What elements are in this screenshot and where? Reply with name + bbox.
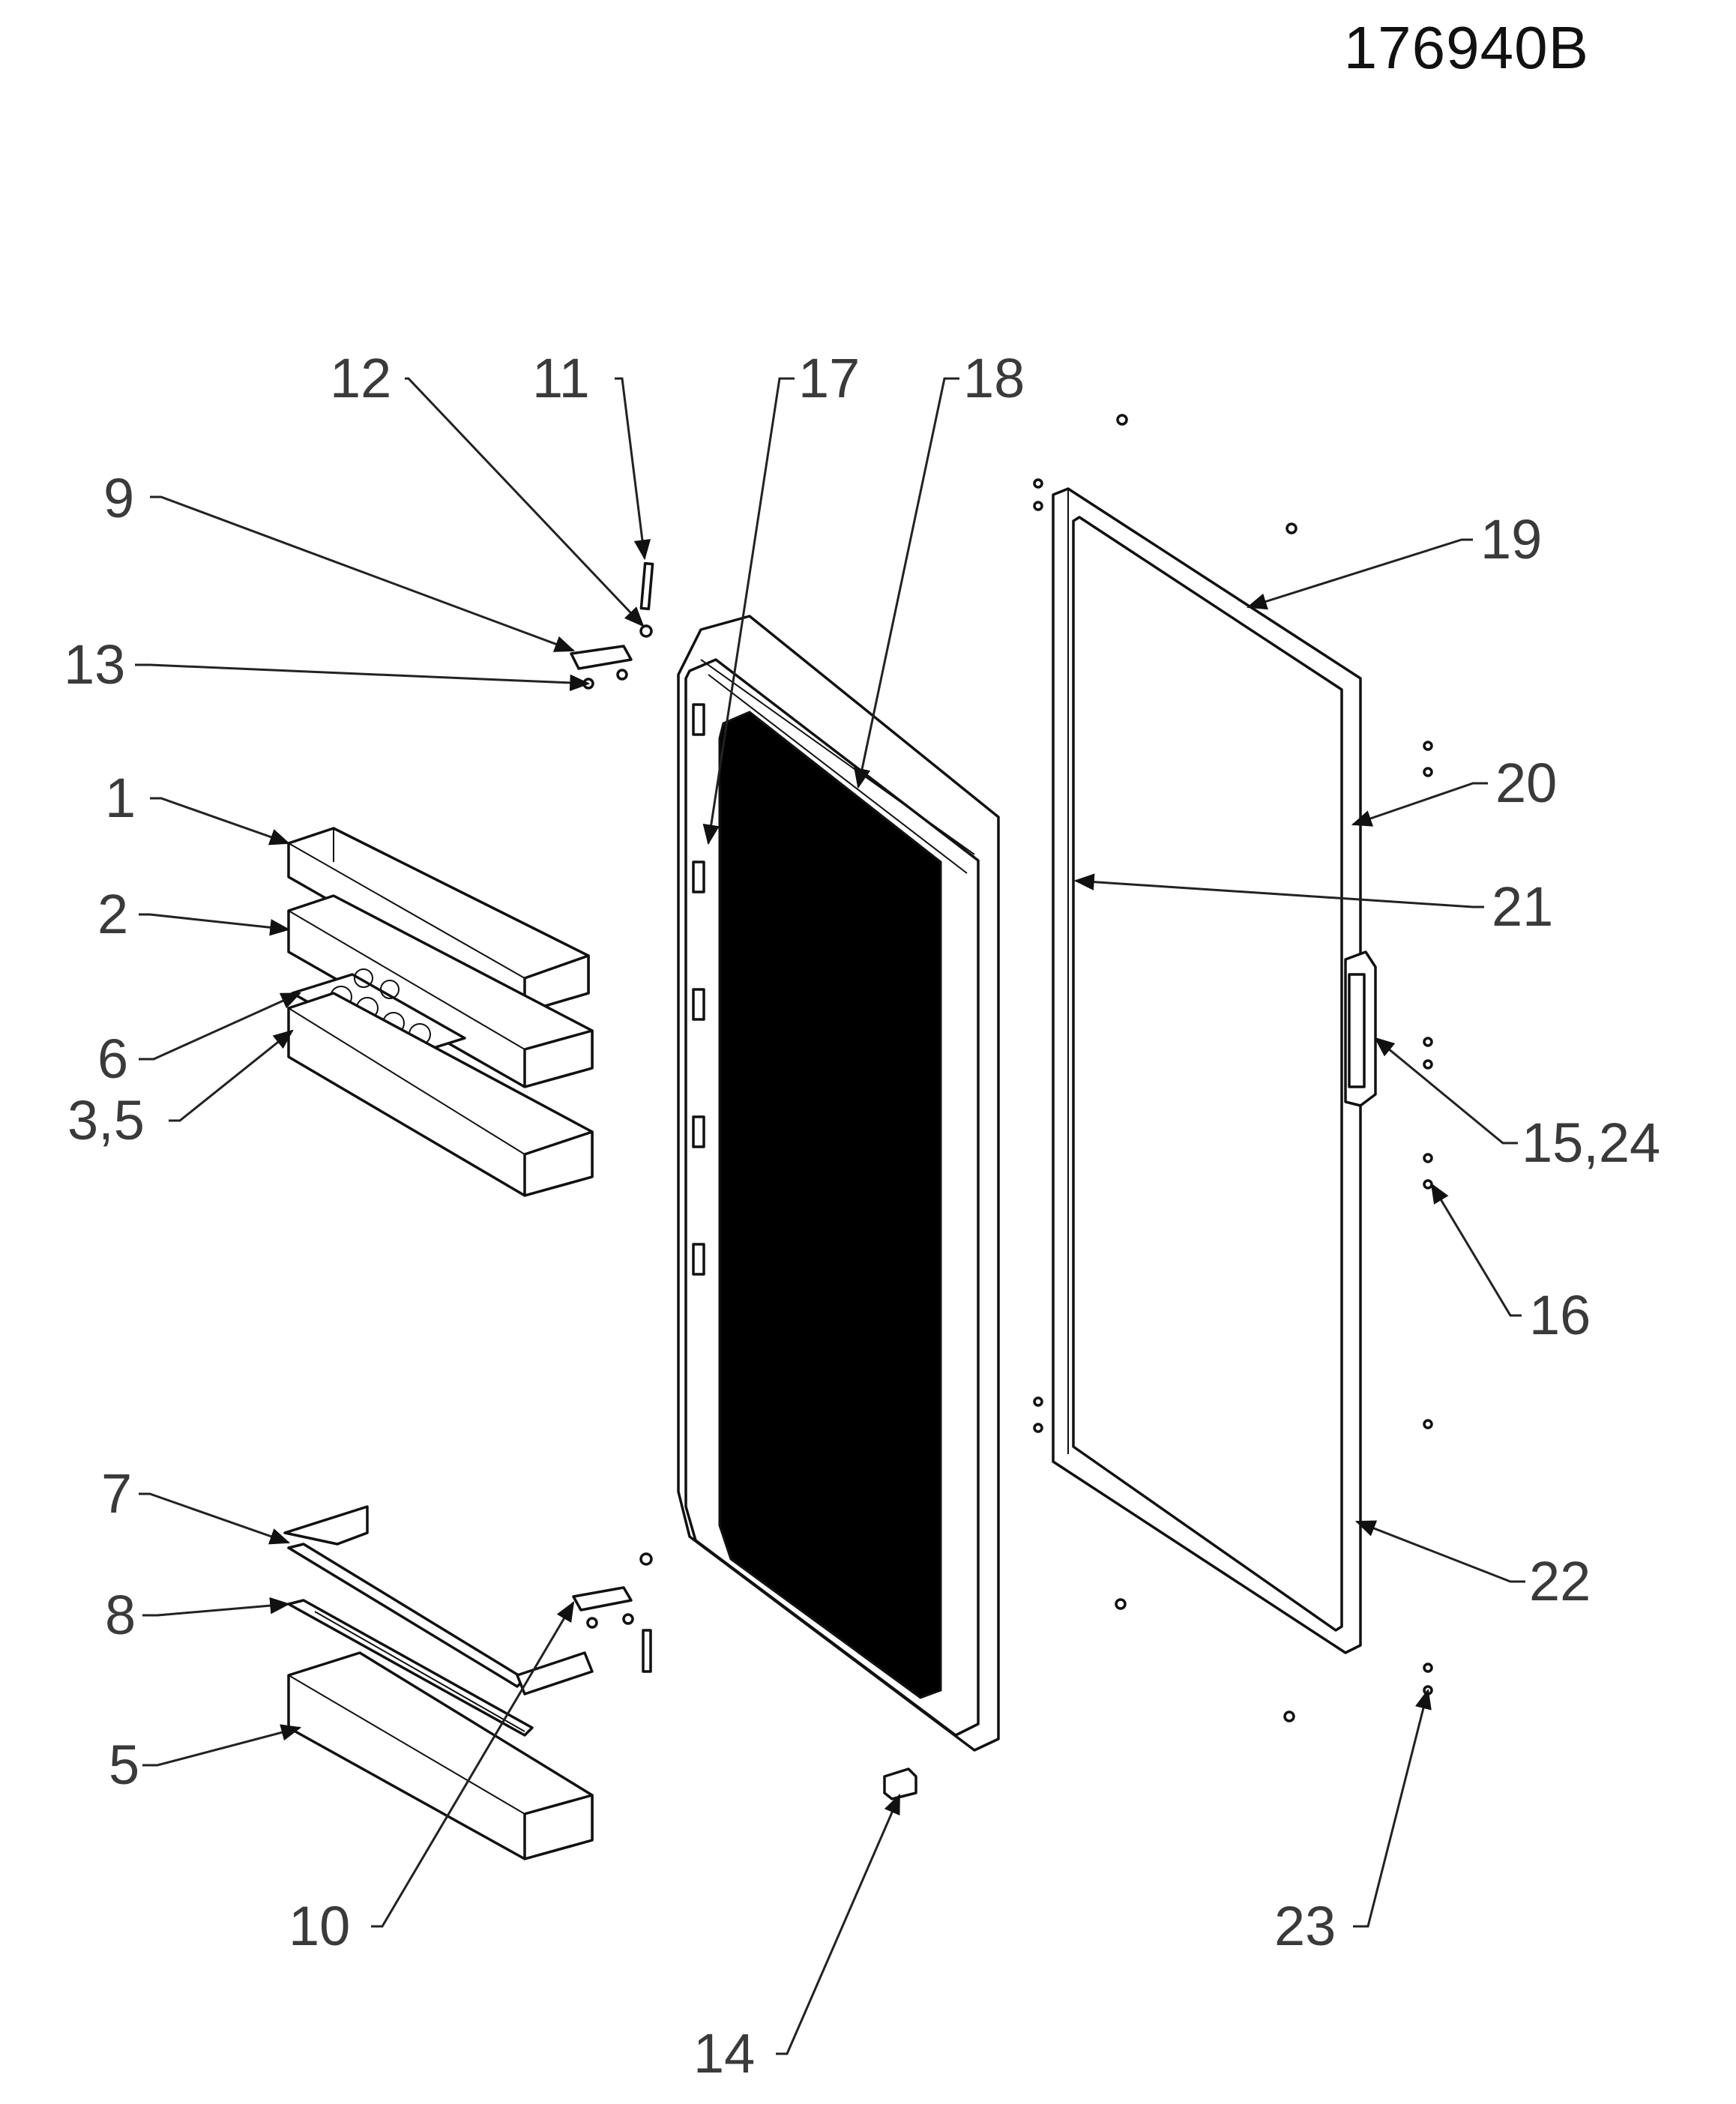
callout-10-text: 10 — [289, 1895, 350, 1957]
door-frame — [1033, 414, 1433, 1722]
callout-15-24: 15,24 — [1522, 1112, 1660, 1174]
drawing-number: 176940B — [1343, 14, 1589, 81]
callout-18: 18 — [963, 347, 1025, 409]
shelf-lid-1 — [287, 827, 590, 1013]
callout-12: 12 — [330, 347, 391, 409]
callout-1: 1 — [105, 767, 136, 829]
door-stop-part — [883, 1767, 917, 1800]
callout-6: 6 — [97, 1028, 128, 1090]
shelf-3 — [287, 992, 594, 1197]
callout-16: 16 — [1529, 1284, 1591, 1346]
door-liner — [677, 615, 1000, 1800]
callout-11: 11 — [532, 347, 590, 409]
callout-7: 7 — [101, 1462, 132, 1525]
callout-22: 22 — [1529, 1550, 1591, 1612]
callout-5: 5 — [109, 1734, 139, 1796]
shelf-2 — [287, 894, 594, 1088]
callout-9: 9 — [103, 467, 134, 529]
callout-2: 2 — [97, 883, 128, 945]
shelf-grid-8 — [287, 1599, 534, 1737]
callout-17: 17 — [798, 347, 860, 409]
callout-21: 21 — [1492, 875, 1553, 938]
callout-19-text: 19 — [1480, 508, 1542, 570]
callout-20: 20 — [1495, 752, 1557, 814]
leader-lines — [135, 377, 1525, 2055]
callout-23: 23 — [1274, 1895, 1336, 1957]
shelf-rail-7 — [283, 1505, 594, 1695]
lower-hinge-assembly — [572, 1552, 653, 1673]
callout-labels: 12 11 9 13 17 18 19 19 1 2 6 3,5 7 8 5 1… — [64, 347, 1660, 2085]
callout-8: 8 — [105, 1584, 136, 1646]
callout-13: 13 — [64, 633, 125, 696]
callout-14: 14 — [693, 2022, 755, 2085]
door-panel-recess — [718, 711, 942, 1699]
callout-3-5: 3,5 — [67, 1089, 145, 1151]
